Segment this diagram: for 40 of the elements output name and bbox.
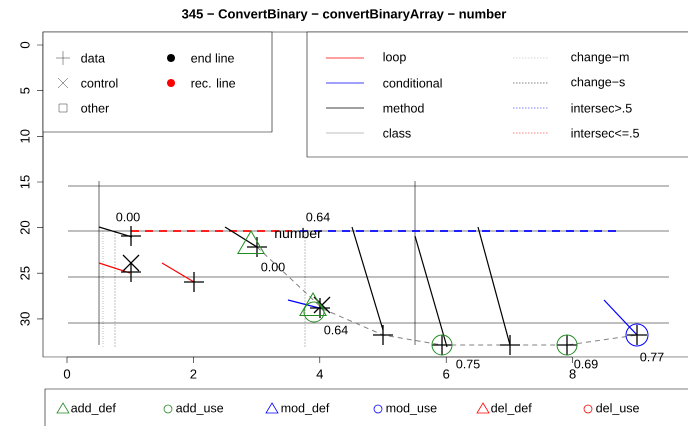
annotation-text: 0.69 — [574, 360, 598, 368]
annotation-text: 0.75 — [456, 360, 480, 368]
legend-label: change−m — [571, 52, 629, 64]
annotation-text: 0.64 — [324, 326, 348, 334]
y-tick-label: 15 — [20, 175, 30, 188]
x-tick-label: 8 — [570, 369, 576, 379]
legend-label: del_def — [491, 403, 532, 415]
legend-label: intersec<=.5 — [572, 128, 639, 138]
legend-label: add_def — [71, 403, 116, 415]
y-tick-label: 25 — [20, 266, 30, 280]
legend-label: rec. line — [192, 78, 236, 88]
annotation-text: 0.00 — [261, 262, 285, 272]
annotation-text: number — [275, 228, 322, 238]
y-tick-label: 0 — [20, 42, 30, 48]
x-tick-label: 2 — [190, 369, 196, 379]
legend-label: end line — [191, 53, 234, 63]
y-tick-label: 20 — [20, 220, 30, 234]
x-tick-label: 0 — [64, 369, 70, 379]
legend-label: mod_def — [282, 403, 330, 415]
annotation-text: 0.64 — [306, 212, 330, 222]
legend-label: class — [383, 128, 411, 138]
x-tick-label: 4 — [316, 370, 324, 378]
legend-label: intersec>.5 — [572, 103, 632, 113]
x-tick-label: 6 — [443, 369, 450, 379]
legend-label: control — [81, 78, 118, 88]
y-tick-label: 10 — [20, 130, 30, 143]
chart-title: 345 − ConvertBinary − convertBinaryArray − number — [182, 8, 506, 22]
y-tick-label: 5 — [20, 88, 30, 94]
annotation-text: 0.00 — [116, 212, 140, 222]
legend-label: data — [81, 53, 106, 63]
legend-label: mod_use — [386, 403, 437, 415]
legend-label: change−s — [571, 77, 625, 89]
legend-label: del_use — [596, 403, 639, 415]
legend-label: method — [384, 103, 424, 113]
legend-label: conditional — [383, 78, 442, 88]
legend-label: add_use — [176, 403, 224, 415]
legend-label: loop — [384, 52, 406, 64]
y-tick-label: 30 — [20, 312, 30, 326]
annotation-text: 0.77 — [640, 352, 664, 362]
legend-label: other — [81, 103, 109, 113]
